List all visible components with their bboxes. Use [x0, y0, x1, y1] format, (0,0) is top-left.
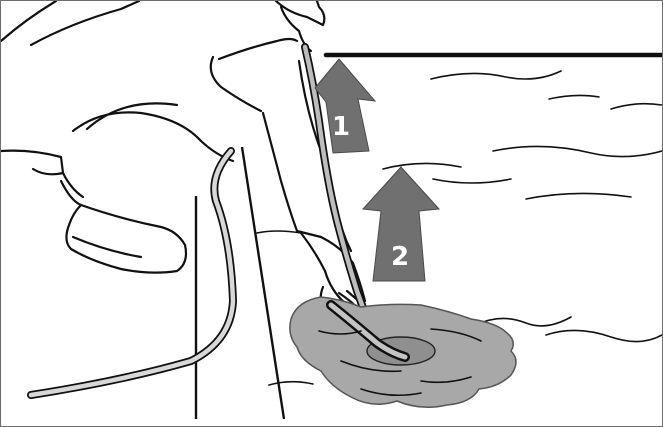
step-number-1: 1 [332, 112, 350, 142]
step-number-2: 2 [391, 242, 409, 272]
person-figure [1, 1, 369, 319]
pool-wall [196, 147, 284, 419]
step-arrow-2: 2 [363, 167, 439, 281]
pool-cleaner [290, 297, 516, 407]
